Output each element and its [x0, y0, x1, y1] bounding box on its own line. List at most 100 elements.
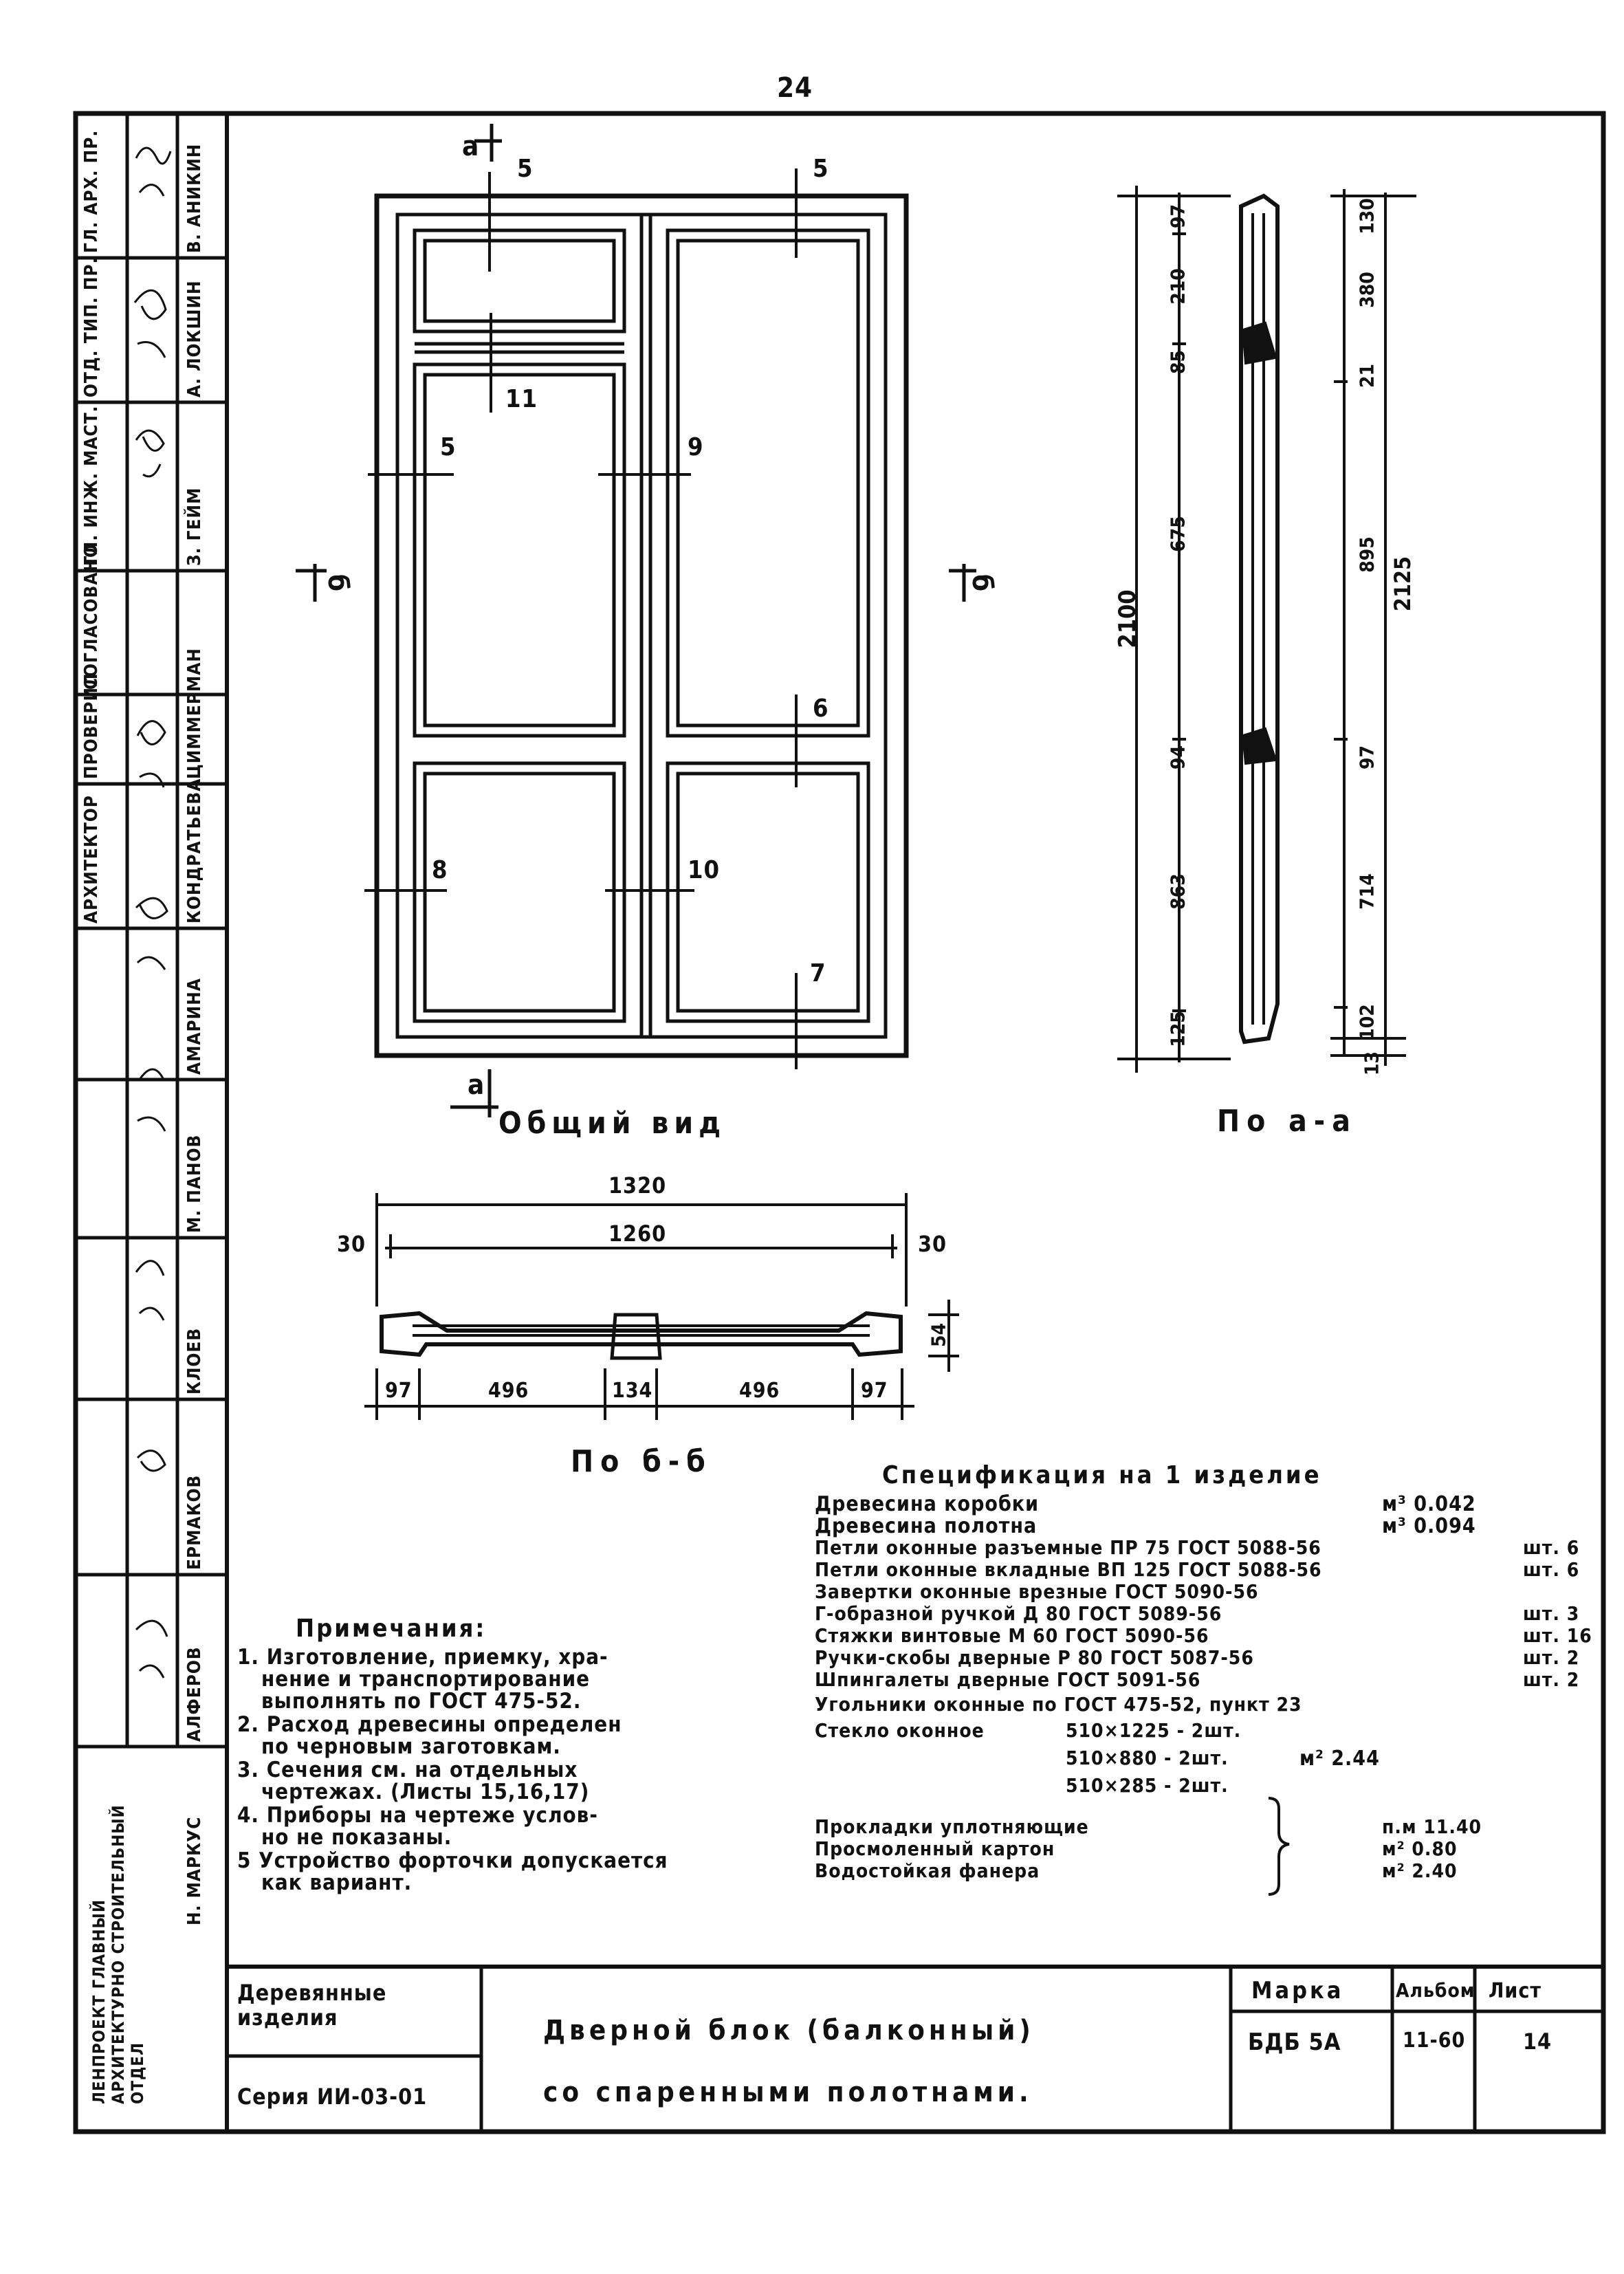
stamp-role-6: АРХИТЕКТОР	[81, 795, 102, 923]
dim-right-5: 97	[1355, 745, 1379, 770]
part-label-10: 10	[688, 856, 721, 884]
tb-mark-label: Марка	[1251, 1977, 1344, 2004]
spec-row-name: Угольники оконные по ГОСТ 475-52, пункт …	[815, 1693, 1302, 1716]
front-view-caption: Общий вид	[498, 1106, 727, 1141]
spec-glass-total: м² 2.44	[1299, 1747, 1380, 1771]
stamp-role-3: ГЛ. ИНЖ. МАСТ.	[81, 405, 102, 566]
part-label-8: 8	[432, 856, 448, 884]
tb-title-line1: Дверной блок (балконный)	[543, 2015, 1035, 2046]
dim-right-4: 895	[1355, 536, 1379, 573]
note-line: 4. Приборы на чертеже услов-	[237, 1803, 598, 1828]
note-line: 1. Изготовление, приемку, хра-	[237, 1645, 608, 1670]
page-number: 24	[777, 72, 813, 104]
tb-album-value: 11-60	[1403, 2029, 1466, 2053]
section-mark-top: а	[462, 131, 480, 162]
section-mark-left: б	[322, 573, 354, 593]
tb-sheet-value: 14	[1523, 2029, 1552, 2055]
dim-right-3: 21	[1355, 363, 1379, 389]
spec-row-value: шт. 3	[1523, 1602, 1580, 1625]
spec-row-value: шт. 6	[1523, 1558, 1580, 1581]
notes-title: Примечания:	[296, 1615, 487, 1643]
dim-plan-b4: 496	[739, 1379, 780, 1403]
note-line: 2. Расход древесины определен	[237, 1712, 622, 1737]
stamp-org: ЛЕНПРОЕКТ ГЛАВНЫЙ АРХИТЕКТУРНО СТРОИТЕЛЬ…	[89, 1804, 147, 2104]
stamp-role-2: ОТД. ТИП. ПР.	[81, 256, 102, 397]
sheet-frame	[73, 111, 1606, 2134]
spec-row-name: Древесина коробки	[815, 1492, 1040, 1516]
stamp-role-5: ПРОВЕРИЛ	[81, 673, 102, 779]
spec-extra-name: Просмоленный картон	[815, 1837, 1055, 1860]
note-line: чертежах. (Листы 15,16,17)	[261, 1780, 590, 1804]
dim-left-3: 85	[1166, 349, 1189, 375]
spec-row-value: м³ 0.042	[1382, 1492, 1476, 1516]
dim-left-2: 210	[1166, 268, 1189, 305]
stamp-name-6: АМАРИНА	[184, 978, 205, 1075]
dim-plan-b2: 496	[488, 1379, 529, 1403]
dim-right-1: 130	[1355, 198, 1379, 234]
spec-row-value: шт. 6	[1523, 1536, 1580, 1559]
side-section-aa	[1117, 186, 1416, 1073]
dim-inner-height: 2125	[1390, 556, 1416, 612]
spec-row-name: Г-образной ручкой Д 80 ГОСТ 5089-56	[815, 1602, 1222, 1625]
dim-plan-b5: 97	[861, 1379, 888, 1403]
tb-category: Деревянные изделия	[237, 1980, 387, 2031]
spec-title: Спецификация на 1 изделие	[882, 1461, 1322, 1489]
stamp-name-4: ЦИММЕРМАН	[184, 648, 205, 779]
stamp-name-9: ЕРМАКОВ	[184, 1474, 205, 1570]
dim-left-4: 675	[1166, 516, 1189, 552]
plan-section-caption: По б-б	[571, 1444, 712, 1479]
spec-extra-value: п.м 11.40	[1382, 1815, 1482, 1838]
stamp-name-7: М. ПАНОВ	[184, 1134, 205, 1233]
tb-mark-value: БДБ 5А	[1248, 2029, 1341, 2056]
note-line: по черновым заготовкам.	[261, 1734, 561, 1759]
note-line: нение и транспортирование	[261, 1667, 591, 1692]
spec-row-name: Ручки-скобы дверные Р 80 ГОСТ 5087-56	[815, 1646, 1254, 1669]
stamp-name-2: А. ЛОКШИН	[184, 280, 205, 397]
dim-right-8: 13	[1360, 1051, 1383, 1076]
section-mark-right: б	[966, 573, 998, 593]
part-label-5c: 5	[440, 433, 457, 461]
spec-row-name: Петли оконные вкладные ВП 125 ГОСТ 5088-…	[815, 1558, 1322, 1581]
note-line: но не показаны.	[261, 1825, 452, 1850]
spec-row-name: Древесина полотна	[815, 1514, 1038, 1538]
tb-series: Серия ИИ-03-01	[237, 2084, 428, 2110]
section-mark-bottom: а	[468, 1069, 485, 1101]
spec-row-name: Завертки оконные врезные ГОСТ 5090-56	[815, 1580, 1259, 1603]
dim-plan-edge-left: 30	[337, 1231, 366, 1257]
part-label-9: 9	[688, 433, 704, 461]
stamp-name-5: КОНДРАТЬЕВА	[184, 778, 205, 923]
spec-row-value: м³ 0.094	[1382, 1514, 1476, 1538]
spec-extra-name: Прокладки уплотняющие	[815, 1815, 1089, 1838]
spec-row-value: шт. 16	[1523, 1624, 1592, 1647]
door-front-view	[296, 124, 976, 1117]
spec-extra-value: м² 2.40	[1382, 1859, 1458, 1882]
dim-overall-height: 2100	[1114, 589, 1141, 648]
spec-glass-size: 510×285 - 2шт.	[1066, 1774, 1229, 1797]
spec-extra-value: м² 0.80	[1382, 1837, 1458, 1860]
spec-row-name: Петли оконные разъемные ПР 75 ГОСТ 5088-…	[815, 1536, 1321, 1559]
note-line: 5 Устройство форточки допускается	[237, 1848, 668, 1873]
stamp-role-4: СОГЛАСОВАНО	[81, 543, 102, 690]
part-label-7: 7	[810, 959, 826, 987]
spec-glass-size: 510×1225 - 2шт.	[1066, 1719, 1242, 1742]
part-label-11: 11	[505, 385, 538, 413]
dim-plan-b1: 97	[385, 1379, 413, 1403]
spec-glass-label: Стекло оконное	[815, 1719, 985, 1742]
stamp-name-1: В. АНИКИН	[184, 143, 205, 253]
spec-row-name: Стяжки винтовые М 60 ГОСТ 5090-56	[815, 1624, 1209, 1647]
spec-glass-size: 510×880 - 2шт.	[1066, 1747, 1229, 1769]
dim-plan-thickness: 54	[927, 1322, 950, 1348]
stamp-name-8: КЛОЕВ	[184, 1327, 205, 1395]
part-label-6: 6	[813, 695, 829, 723]
dim-right-7: 102	[1355, 1004, 1379, 1040]
dim-left-5: 94	[1166, 745, 1189, 770]
dim-left-6: 863	[1166, 873, 1189, 910]
signatures	[133, 146, 172, 1679]
note-line: выполнять по ГОСТ 475-52.	[261, 1689, 582, 1714]
note-line: как вариант.	[261, 1870, 413, 1895]
stamp-name-10: АЛФЕРОВ	[184, 1646, 205, 1742]
stamp-name-11: Н. МАРКУС	[184, 1816, 205, 1925]
note-line: 3. Сечения см. на отдельных	[237, 1758, 578, 1782]
spec-row-name: Шпингалеты дверные ГОСТ 5091-56	[815, 1668, 1201, 1691]
